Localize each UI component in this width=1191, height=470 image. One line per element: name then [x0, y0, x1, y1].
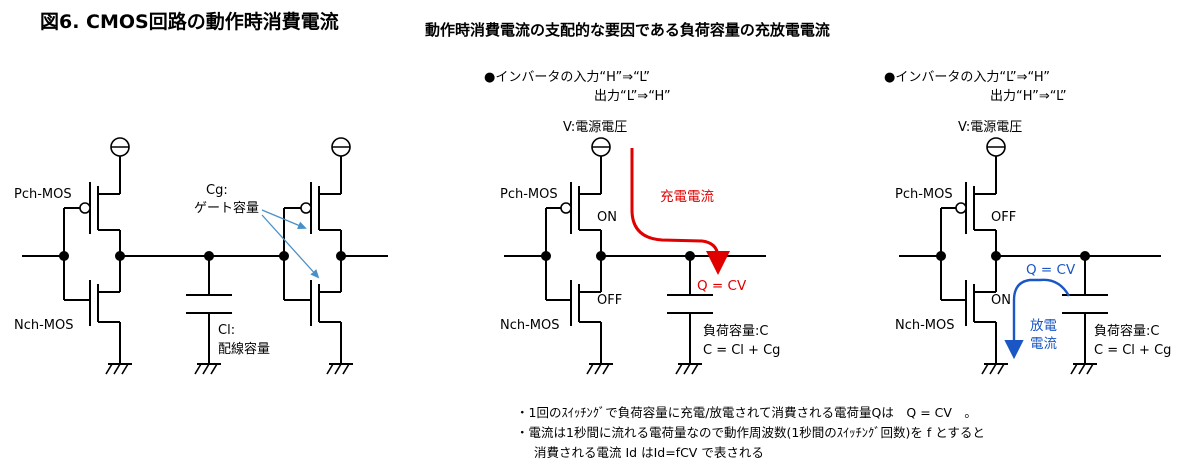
cg-arrow-upper	[261, 209, 307, 229]
discharge-label-1: 放電	[1030, 318, 1057, 334]
right-nch-state: ON	[991, 293, 1011, 308]
middle-heading-1: ●インバータの入力“H”⇒“L”	[484, 70, 650, 85]
discharge-label-2: 電流	[1030, 336, 1058, 352]
discharge-current-arrow	[1004, 278, 1071, 360]
cg-label-1: Cg:	[206, 183, 228, 198]
right-charge-label: Q = CV	[1026, 262, 1076, 278]
middle-load-label: 負荷容量:C	[703, 323, 768, 339]
cg-label-2: ゲート容量	[194, 200, 259, 216]
right-vsupply-label: V:電源電圧	[958, 120, 1022, 135]
middle-vsupply-label: V:電源電圧	[563, 120, 627, 135]
right-load-label: 負荷容量:C	[1094, 323, 1159, 339]
middle-nch-state: OFF	[597, 293, 622, 308]
right-heading-2: 出力“H”⇒“L”	[990, 89, 1067, 104]
left-pch-label: Pch-MOS	[14, 187, 72, 202]
right-pch-state: OFF	[991, 210, 1016, 225]
middle-nch-label: Nch-MOS	[500, 318, 560, 333]
middle-heading-2: 出力“L”⇒“H”	[594, 89, 671, 104]
right-load-formula: C = Cl + Cg	[1094, 343, 1171, 358]
note-line-3: 消費される電流 Id はId=fCV で表される	[534, 445, 764, 460]
middle-charge-label: Q = CV	[697, 278, 747, 294]
middle-load-formula: C = Cl + Cg	[703, 343, 780, 358]
note-line-1: ・1回のｽｲｯﾁﾝｸﾞで負荷容量に充電/放電されて消費される電荷量Qは Q = …	[516, 405, 977, 420]
figure-title: 図6. CMOS回路の動作時消費電流	[40, 10, 339, 33]
input-node	[59, 251, 69, 261]
left-inverter-2	[279, 137, 388, 375]
left-circuit: Pch-MOS Nch-MOS Cg: ゲート容量 Cl: 配線容量	[14, 137, 388, 375]
notes: ・1回のｽｲｯﾁﾝｸﾞで負荷容量に充電/放電されて消費される電荷量Qは Q = …	[516, 405, 985, 460]
right-nch-label: Nch-MOS	[895, 318, 955, 333]
right-heading-1: ●インバータの入力“L”⇒“H”	[884, 70, 1050, 85]
left-inverter-1	[22, 137, 132, 375]
pmos-gate-bubble	[79, 202, 91, 214]
cg-arrow-lower	[261, 214, 320, 279]
left-nch-label: Nch-MOS	[14, 318, 74, 333]
charge-current-label: 充電電流	[660, 189, 714, 205]
right-pch-label: Pch-MOS	[895, 187, 953, 202]
middle-pch-state: ON	[597, 210, 617, 225]
middle-circuit: ●インバータの入力“H”⇒“L” 出力“L”⇒“H” V:電源電圧	[484, 70, 780, 375]
figure-subtitle: 動作時消費電流の支配的な要因である負荷容量の充放電電流	[425, 21, 830, 39]
cl-label-1: Cl:	[218, 323, 235, 338]
middle-pch-label: Pch-MOS	[500, 187, 558, 202]
right-circuit: ●インバータの入力“L”⇒“H” 出力“H”⇒“L” V:電源電圧	[884, 70, 1171, 375]
charge-current-arrow	[630, 148, 730, 275]
note-line-2: ・電流は1秒間に流れる電荷量なので動作周波数(1秒間のｽｲｯﾁﾝｸﾞ回数)を f…	[516, 425, 985, 440]
wiring-capacitor	[186, 256, 232, 375]
cl-label-2: 配線容量	[218, 341, 270, 357]
